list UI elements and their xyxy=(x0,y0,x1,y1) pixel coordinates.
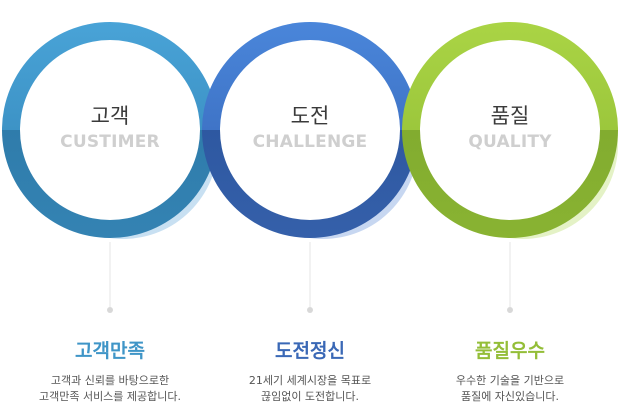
ring-title-quality: 품질 xyxy=(490,104,530,128)
ring-subtitle-challenge: CHALLENGE xyxy=(252,132,368,152)
connectors xyxy=(107,242,513,313)
ring-quality xyxy=(402,22,618,238)
description-line: 끊임없이 도전합니다. xyxy=(260,390,360,403)
connector-dot xyxy=(107,307,113,313)
description-challenge: 21세기 세계시장을 목표로 끊임없이 도전합니다. xyxy=(210,373,410,405)
ring-title-challenge: 도전 xyxy=(290,104,330,128)
description-line: 고객과 신뢰를 바탕으로한 xyxy=(50,374,170,387)
ring-challenge xyxy=(202,22,418,238)
ring-subtitle-customer: CUSTIMER xyxy=(60,132,160,152)
heading-challenge: 도전정신 xyxy=(275,340,345,362)
connector-dot xyxy=(507,307,513,313)
connector-dot xyxy=(307,307,313,313)
ring-title-customer: 고객 xyxy=(90,104,130,128)
description-quality: 우수한 기술을 기반으로 품질에 자신있습니다. xyxy=(410,373,610,405)
ring-customer xyxy=(2,22,218,238)
description-customer: 고객과 신뢰를 바탕으로한 고객만족 서비스를 제공합니다. xyxy=(10,373,210,405)
ring-subtitle-quality: QUALITY xyxy=(468,132,552,152)
description-line: 21세기 세계시장을 목표로 xyxy=(248,374,372,387)
description-line: 품질에 자신있습니다. xyxy=(460,390,560,403)
description-line: 고객만족 서비스를 제공합니다. xyxy=(38,390,182,403)
heading-customer: 고객만족 xyxy=(75,340,145,362)
description-line: 우수한 기술을 기반으로 xyxy=(455,374,565,387)
heading-quality: 품질우수 xyxy=(475,340,545,362)
